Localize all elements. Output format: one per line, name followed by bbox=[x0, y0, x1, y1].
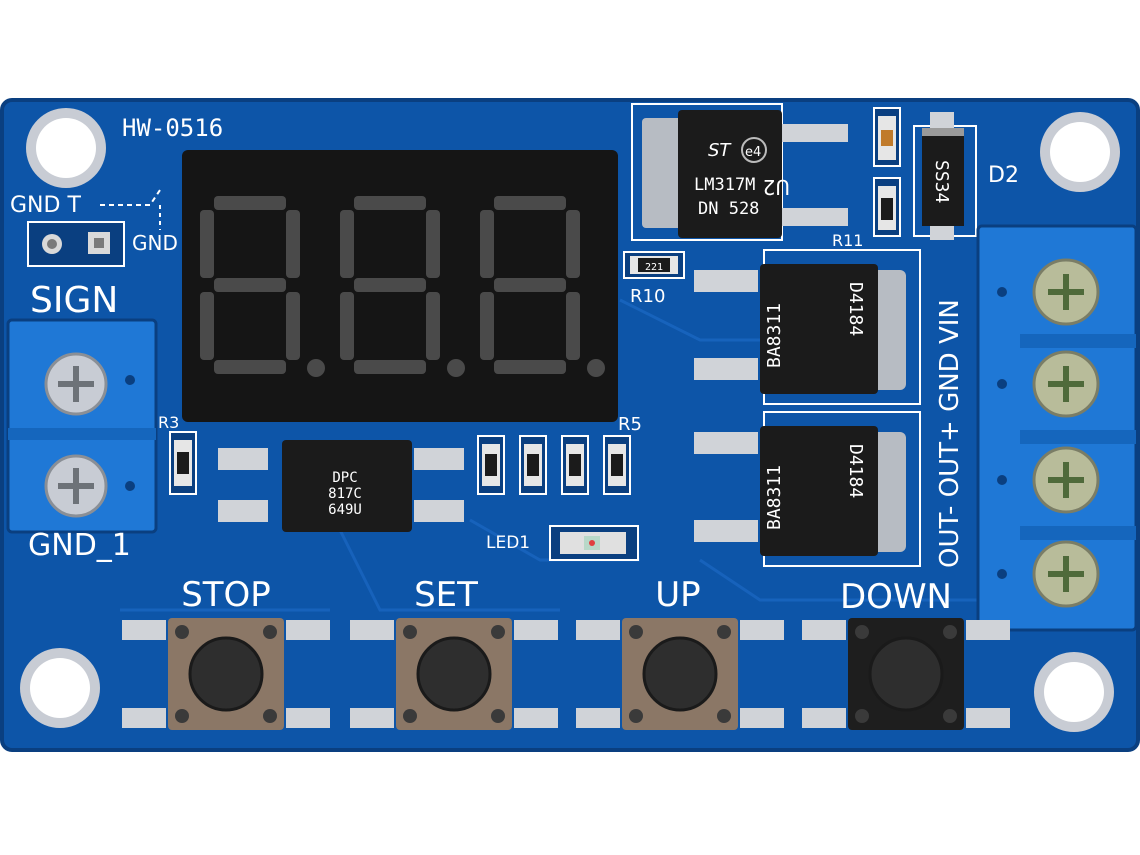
r10-label: R10 bbox=[630, 286, 665, 307]
set-button[interactable] bbox=[350, 618, 558, 730]
segment bbox=[566, 292, 580, 360]
segment bbox=[200, 292, 214, 360]
segment bbox=[354, 196, 426, 210]
optocoupler-chip: DPC 817C 649U bbox=[218, 440, 464, 532]
regulator-line2: DN 528 bbox=[698, 199, 759, 219]
r5-label: R5 bbox=[618, 414, 642, 435]
led1-label: LED1 bbox=[486, 533, 530, 553]
u2-label: U2 bbox=[763, 175, 790, 199]
mosfet-bottom-line1: D4184 bbox=[845, 444, 866, 498]
resistor-r10: 221 bbox=[623, 251, 685, 279]
board-model-label: HW-0516 bbox=[122, 114, 223, 142]
terminal-screw-1 bbox=[1032, 258, 1100, 326]
segment bbox=[286, 210, 300, 278]
r11-label: R11 bbox=[832, 231, 863, 250]
sign-label: SIGN bbox=[30, 280, 118, 321]
resistor-row bbox=[477, 435, 631, 495]
regulator-mark: e4 bbox=[745, 145, 761, 160]
segment bbox=[494, 278, 566, 292]
r3-label: R3 bbox=[158, 413, 179, 432]
digit-1 bbox=[200, 196, 325, 377]
d2-label: D2 bbox=[988, 163, 1019, 188]
digit-3 bbox=[480, 196, 605, 377]
opto-text-2: 817C bbox=[328, 486, 362, 502]
output-terminal-label: OUT- OUT+ GND VIN bbox=[935, 299, 965, 568]
digit-2 bbox=[340, 196, 465, 377]
terminal-screw-2 bbox=[1032, 350, 1100, 418]
mosfet-top-line1: D4184 bbox=[845, 282, 866, 336]
mounting-holes bbox=[20, 108, 1120, 732]
gnd-t-label: GND T bbox=[10, 193, 81, 218]
mosfet-bottom: BA8311 D4184 bbox=[694, 411, 921, 567]
diode-text: SS34 bbox=[931, 160, 952, 203]
seven-segment-display bbox=[182, 150, 618, 422]
segment bbox=[426, 210, 440, 278]
gnd-jumper-label: GND bbox=[132, 231, 178, 255]
segment bbox=[214, 196, 286, 210]
segment bbox=[340, 210, 354, 278]
voltage-regulator: ST e4 LM317M DN 528 bbox=[631, 103, 848, 241]
decimal-point bbox=[587, 359, 605, 377]
segment bbox=[426, 292, 440, 360]
decimal-point bbox=[447, 359, 465, 377]
segment bbox=[286, 292, 300, 360]
st-logo: ST bbox=[708, 140, 732, 161]
resistor-r3 bbox=[169, 431, 197, 495]
down-label: DOWN bbox=[840, 577, 952, 617]
segment bbox=[200, 210, 214, 278]
decimal-point bbox=[307, 359, 325, 377]
segment bbox=[340, 292, 354, 360]
stop-button[interactable] bbox=[122, 618, 330, 730]
down-button[interactable] bbox=[802, 618, 1010, 730]
output-terminal-block bbox=[976, 224, 1138, 632]
up-button[interactable] bbox=[576, 618, 784, 730]
small-resistors-top bbox=[873, 107, 901, 237]
segment bbox=[494, 196, 566, 210]
mosfet-bottom-line2: BA8311 bbox=[764, 465, 785, 530]
opto-text-1: DPC bbox=[332, 470, 357, 486]
segment bbox=[566, 210, 580, 278]
segment bbox=[480, 210, 494, 278]
up-label: UP bbox=[655, 575, 700, 615]
mosfet-top-line2: BA8311 bbox=[764, 303, 785, 368]
segment bbox=[354, 360, 426, 374]
terminal-screw-3 bbox=[1032, 446, 1100, 514]
gnd-1-label: GND_1 bbox=[28, 528, 131, 563]
diode-d2: SS34 bbox=[913, 112, 977, 240]
segment bbox=[480, 292, 494, 360]
regulator-line1: LM317M bbox=[694, 175, 755, 195]
r10-code: 221 bbox=[645, 262, 663, 273]
terminal-screw-4 bbox=[1032, 540, 1100, 608]
set-label: SET bbox=[414, 575, 478, 615]
mosfet-top: BA8311 D4184 bbox=[694, 249, 921, 405]
pcb-traces bbox=[120, 298, 980, 612]
stop-label: STOP bbox=[181, 575, 271, 615]
segment bbox=[354, 278, 426, 292]
segment bbox=[494, 360, 566, 374]
segment bbox=[214, 278, 286, 292]
segment bbox=[214, 360, 286, 374]
opto-text-3: 649U bbox=[328, 502, 362, 518]
input-terminal-block bbox=[6, 318, 158, 534]
jumper-header bbox=[27, 221, 125, 267]
led1 bbox=[549, 525, 639, 561]
